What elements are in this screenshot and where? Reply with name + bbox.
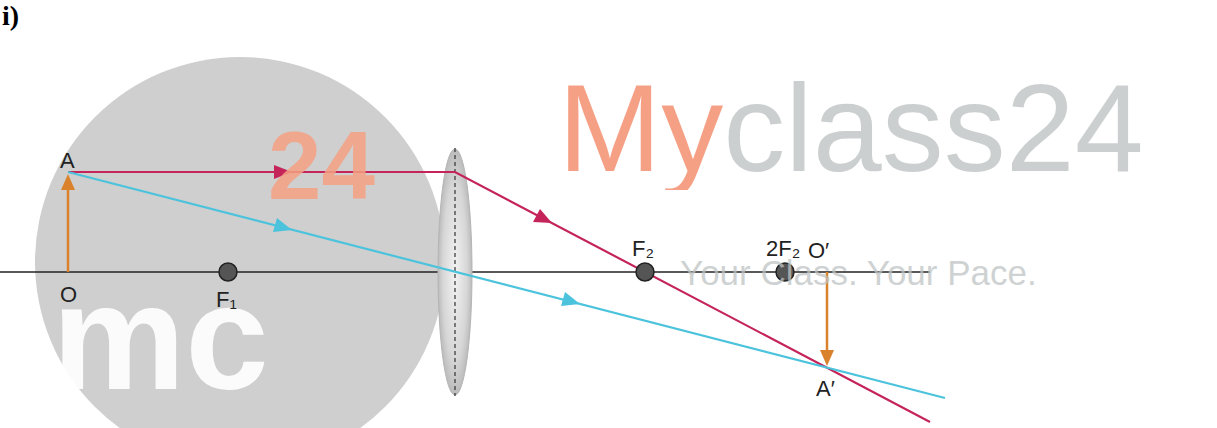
point-label: O′ <box>808 240 829 262</box>
watermark-logo: 24 <box>268 118 375 214</box>
point-label: A <box>60 150 75 172</box>
object-arrow <box>67 186 70 272</box>
point-label: A′ <box>816 378 835 400</box>
ray-arrowhead <box>533 209 552 223</box>
ray-arrowhead <box>561 292 580 306</box>
focus-label: 2F₂ <box>766 238 800 260</box>
figure-number: i) <box>2 2 19 30</box>
object-arrowhead <box>61 174 75 190</box>
focus-label: F₂ <box>632 238 654 260</box>
image-arrowhead <box>820 350 834 366</box>
ray-arrowhead <box>273 218 292 232</box>
watermark-circle <box>35 57 445 428</box>
point-label: O <box>60 284 77 306</box>
focus-label: F₁ <box>216 289 237 311</box>
focal-point <box>636 263 654 281</box>
watermark-tagline: Your Class. Your Pace. <box>680 255 1037 290</box>
watermark-logo: mc <box>52 262 269 412</box>
watermark-text: Myclass24 <box>558 66 1144 190</box>
